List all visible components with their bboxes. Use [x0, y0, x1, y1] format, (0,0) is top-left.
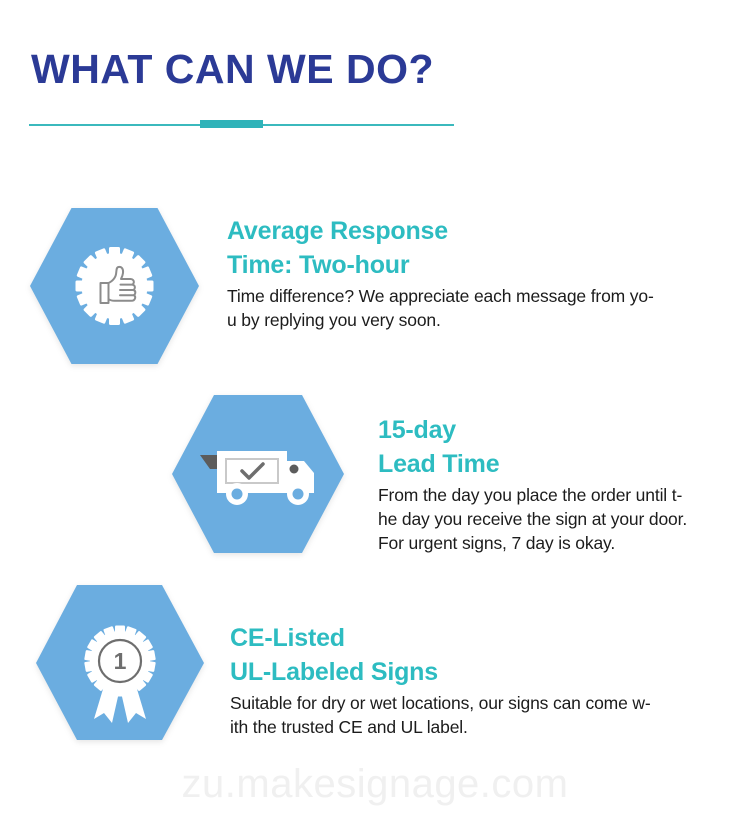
feature-body-line2: he day you receive the sign at your door… — [378, 508, 688, 529]
feature-body-line1: From the day you place the order until t… — [378, 485, 683, 505]
feature-heading-line1: 15-day — [378, 416, 457, 444]
delivery-truck-icon — [172, 395, 344, 553]
feature-heading-line1: CE-Listed — [230, 624, 345, 652]
feature-body-line2: ith the trusted CE and UL label. — [230, 716, 468, 737]
hexagon-icon-award-ribbon: 1 — [34, 583, 206, 742]
feature-text-block: Average Response Time: Two-hour Time dif… — [227, 214, 654, 333]
divider-accent-bar — [200, 120, 263, 128]
feature-heading: CE-Listed UL-Labeled Signs — [230, 621, 651, 689]
feature-body: From the day you place the order until t… — [378, 484, 687, 556]
feature-heading: 15-day Lead Time — [378, 413, 687, 481]
award-ribbon-icon: 1 — [36, 585, 204, 740]
feature-body: Suitable for dry or wet locations, our s… — [230, 692, 651, 740]
hexagon-icon-delivery-truck — [170, 393, 346, 555]
feature-text-block: CE-Listed UL-Labeled Signs Suitable for … — [230, 621, 651, 740]
feature-heading-line2: Time: Two-hour — [227, 251, 410, 279]
svg-text:1: 1 — [114, 648, 127, 674]
feature-heading: Average Response Time: Two-hour — [227, 214, 654, 282]
feature-body-line2: u by replying you very soon. — [227, 309, 441, 330]
page-title: WHAT CAN WE DO? — [31, 46, 435, 92]
hexagon-icon-thumbs-up — [28, 206, 201, 366]
thumbs-up-badge-icon — [30, 208, 199, 364]
feature-heading-line2: Lead Time — [378, 450, 500, 478]
feature-body-line1: Time difference? We appreciate each mess… — [227, 286, 654, 306]
feature-heading-line2: UL-Labeled Signs — [230, 658, 438, 686]
feature-body-line3: For urgent signs, 7 day is okay. — [378, 532, 616, 553]
feature-body-line1: Suitable for dry or wet locations, our s… — [230, 693, 651, 713]
feature-text-block: 15-day Lead Time From the day you place … — [378, 413, 687, 556]
feature-heading-line1: Average Response — [227, 217, 448, 245]
feature-body: Time difference? We appreciate each mess… — [227, 285, 654, 333]
site-watermark: zu.makesignage.com — [181, 762, 569, 806]
